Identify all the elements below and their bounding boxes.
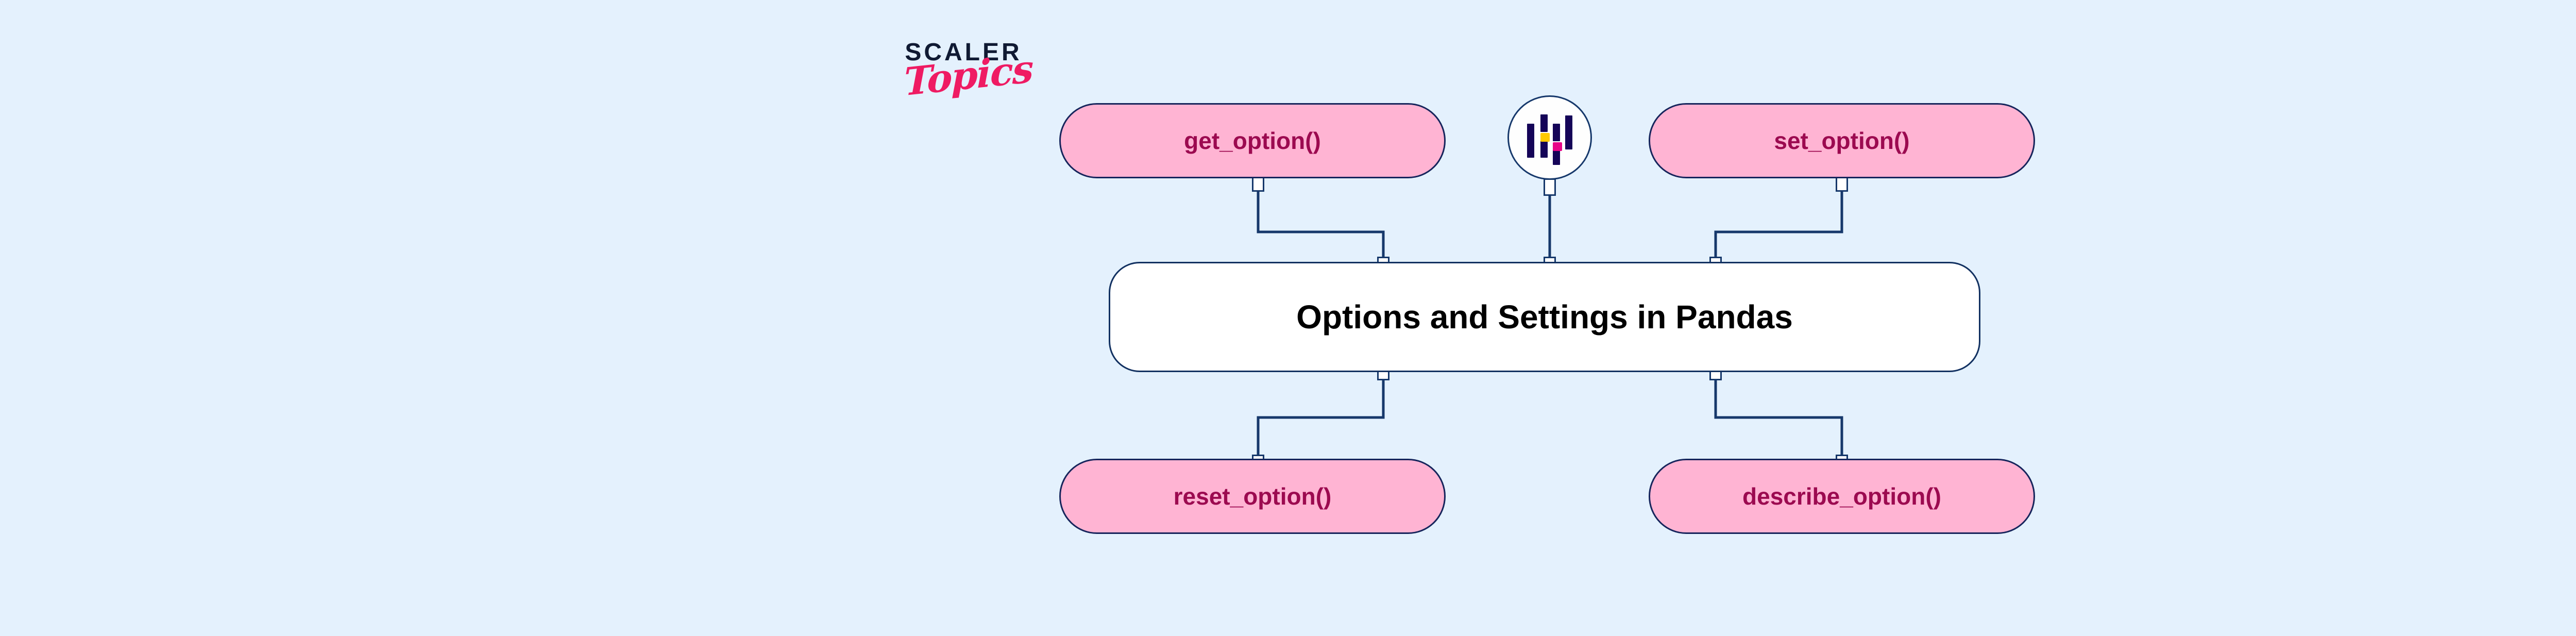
node-reset-option[interactable]: reset_option()	[1059, 459, 1446, 534]
scaler-topics-logo: SCALER Topics	[894, 40, 1048, 138]
node-get-option-label: get_option()	[1184, 127, 1321, 154]
node-describe-option[interactable]: describe_option()	[1649, 459, 2035, 534]
node-reset-option-label: reset_option()	[1173, 483, 1332, 510]
logo-wordmark-scaler: SCALER	[905, 39, 1022, 66]
node-describe-option-label: describe_option()	[1742, 483, 1941, 510]
connector-set-option	[1714, 181, 1843, 264]
node-set-option-label: set_option()	[1774, 127, 1910, 154]
node-set-option[interactable]: set_option()	[1649, 103, 2035, 178]
node-center-topic[interactable]: Options and Settings in Pandas	[1109, 262, 1980, 372]
connector-describe-option	[1714, 370, 1843, 464]
port-badge-out	[1544, 178, 1556, 196]
pandas-logo-badge[interactable]	[1507, 95, 1592, 180]
connector-get-option	[1257, 181, 1385, 264]
node-center-topic-label: Options and Settings in Pandas	[1296, 298, 1793, 336]
node-get-option[interactable]: get_option()	[1059, 103, 1446, 178]
connector-reset-option	[1257, 370, 1385, 464]
pandas-logo-icon	[1527, 114, 1572, 165]
